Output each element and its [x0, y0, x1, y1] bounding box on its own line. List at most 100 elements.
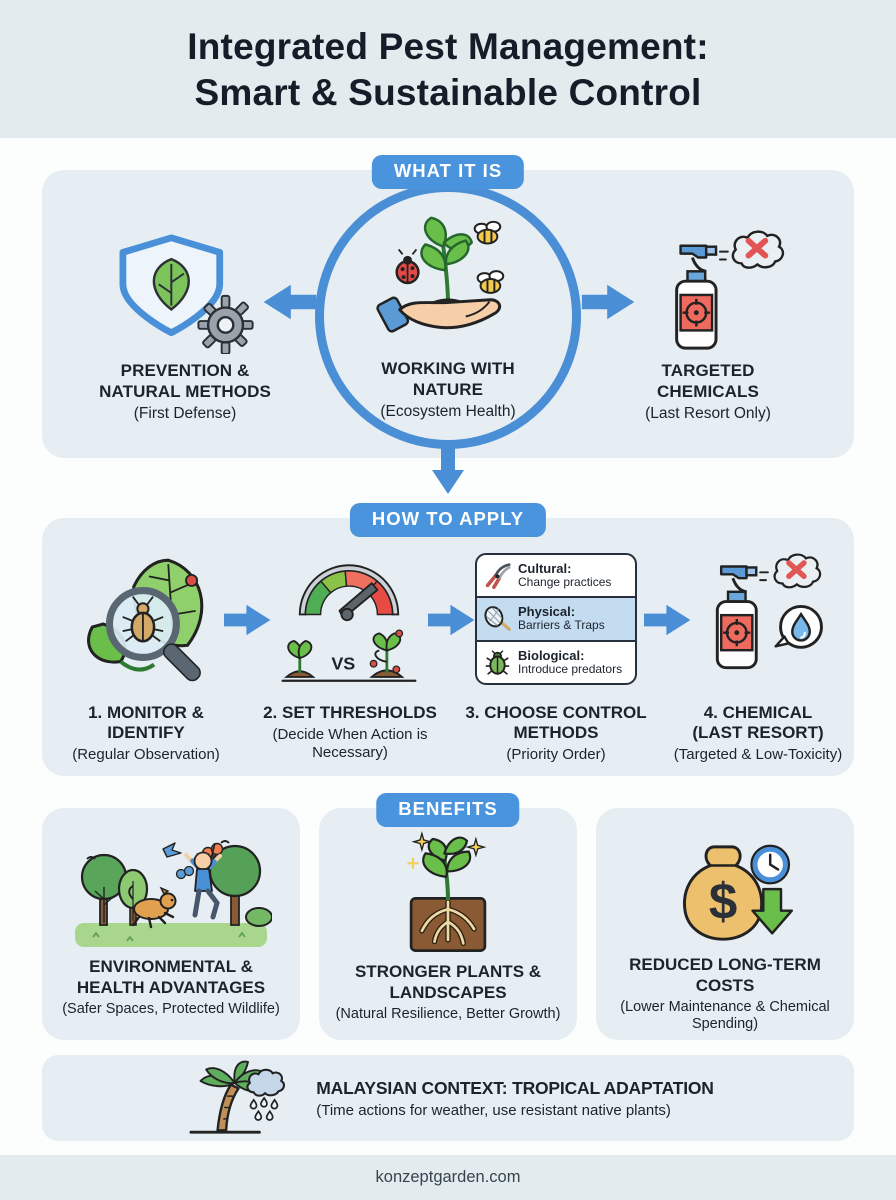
bee-icon [473, 220, 502, 245]
targeted-chemicals-item: TARGETED CHEMICALS (Last Resort Only) [608, 360, 808, 423]
money-bag-icon: $ [683, 845, 764, 941]
magnifier-leaf-bug-icon [72, 552, 224, 694]
bird-icon [162, 842, 182, 858]
step4-title: 4. CHEMICAL (LAST RESORT) [692, 703, 824, 742]
step3-text: 3. CHOOSE CONTROL METHODS (Priority Orde… [456, 703, 656, 764]
spray-bottle-droplet-icon [692, 550, 838, 692]
step1-title: 1. MONITOR & IDENTIFY [88, 703, 204, 742]
shield-leaf-gear-icon [95, 232, 267, 354]
physical-label: Physical: [518, 604, 576, 620]
magnifier-handle [162, 643, 201, 682]
step3-title: 3. CHOOSE CONTROL METHODS [465, 703, 647, 742]
left-arrow-icon [260, 283, 318, 321]
biological-label: Biological: [518, 647, 585, 663]
plant-roots-icon [394, 830, 502, 956]
step-arrow-icon [428, 603, 476, 637]
step2-title: 2. SET THRESHOLDS [263, 703, 437, 722]
environment-card-subtitle: (Safer Spaces, Protected Wildlife) [62, 1001, 280, 1017]
sparkle-icon [411, 831, 433, 853]
small-bug-icon [185, 573, 199, 587]
costs-card-text: REDUCED LONG-TERM COSTS (Lower Maintenan… [606, 955, 844, 1033]
page-title: Integrated Pest Management: Smart & Sust… [0, 24, 896, 116]
rain-cloud-icon [246, 1068, 286, 1097]
rain-drops [249, 1096, 279, 1121]
crossed-cloud-icon [731, 230, 785, 269]
vs-label: VS [331, 653, 355, 673]
down-arrow-icon [430, 448, 466, 496]
header-band [0, 0, 896, 138]
cultural-row: Cultural: Change practices [477, 555, 635, 596]
plants-card-text: STRONGER PLANTS & LANDSCAPES (Natural Re… [327, 962, 569, 1023]
working-with-nature-subtitle: (Ecosystem Health) [380, 403, 516, 420]
beetle-in-lens-icon [122, 596, 164, 643]
money-bag-clock-icon: $ [652, 840, 802, 948]
ladybug-icon [395, 248, 420, 285]
pruning-shears-icon [485, 563, 511, 590]
palm-tree-rain-icon [189, 1060, 286, 1134]
targeted-chemicals-title: TARGETED CHEMICALS [657, 361, 759, 401]
context-bar: MALAYSIAN CONTEXT: TROPICAL ADAPTATION (… [42, 1055, 854, 1141]
biological-row: Biological: Introduce predators [477, 639, 635, 683]
step3-subtitle: (Priority Order) [506, 746, 606, 763]
prevention-item: PREVENTION & NATURAL METHODS (First Defe… [75, 360, 295, 423]
environment-card-title: ENVIRONMENTAL & HEALTH ADVANTAGES [76, 957, 266, 997]
physical-row: Physical: Barriers & Traps [477, 596, 635, 640]
hand-holding-plant-icon [372, 207, 524, 355]
how-to-apply-badge: HOW TO APPLY [349, 503, 547, 537]
crossed-cloud-icon [773, 553, 822, 589]
step1-subtitle: (Regular Observation) [72, 746, 220, 763]
environment-card-text: ENVIRONMENTAL & HEALTH ADVANTAGES (Safer… [51, 957, 291, 1018]
butterfly-icon [175, 865, 195, 880]
down-trend-arrow-icon [751, 887, 794, 935]
context-text: MALAYSIAN CONTEXT: TROPICAL ADAPTATION (… [316, 1078, 714, 1119]
sparkle-icon [407, 857, 419, 869]
cultural-desc: Change practices [518, 575, 612, 590]
sparkle-icon [465, 836, 487, 858]
gauge-comparison-icon: VS [268, 552, 430, 694]
footer-band: konzeptgarden.com [0, 1155, 896, 1200]
bird-icon [86, 840, 230, 860]
biological-desc: Introduce predators [518, 661, 623, 676]
spray-bottle-no-spray-icon [648, 228, 788, 356]
step4-text: 4. CHEMICAL (LAST RESORT) (Targeted & Lo… [660, 703, 856, 764]
tree-icon [117, 868, 149, 926]
step2-subtitle: (Decide When Action is Necessary) [272, 726, 428, 761]
person-icon [184, 851, 222, 920]
healthy-plant-icon [283, 639, 316, 678]
step-arrow-icon [224, 603, 272, 637]
step4-subtitle: (Targeted & Low-Toxicity) [673, 746, 843, 763]
step-arrow-icon [644, 603, 692, 637]
bee-icon [476, 270, 505, 294]
context-title: MALAYSIAN CONTEXT: TROPICAL ADAPTATION [316, 1077, 714, 1098]
targeted-chemicals-subtitle: (Last Resort Only) [645, 405, 771, 422]
step2-text: 2. SET THRESHOLDS (Decide When Action is… [252, 703, 448, 761]
step1-text: 1. MONITOR & IDENTIFY (Regular Observati… [46, 703, 246, 764]
cultural-label: Cultural: [518, 561, 572, 577]
net-icon [484, 606, 511, 632]
clock-icon [750, 844, 791, 885]
infested-plant-icon [369, 629, 405, 678]
right-arrow-icon [580, 283, 638, 321]
dog-icon [128, 885, 177, 929]
park-wildlife-icon [70, 833, 272, 953]
prevention-subtitle: (First Defense) [133, 405, 237, 422]
dollar-symbol: $ [709, 873, 737, 930]
tree-icon [208, 844, 262, 926]
droplet-bubble-icon [774, 604, 823, 649]
context-subtitle: (Time actions for weather, use resistant… [316, 1101, 671, 1119]
bush-icon [245, 907, 272, 927]
title-line-2: Smart & Sustainable Control [194, 72, 702, 113]
costs-card-subtitle: (Lower Maintenance & Chemical Spending) [620, 999, 830, 1032]
benefits-badge: BENEFITS [376, 793, 520, 827]
working-with-nature-title: WORKING WITH NATURE [381, 359, 515, 399]
prevention-title: PREVENTION & NATURAL METHODS [99, 361, 271, 401]
plants-card-subtitle: (Natural Resilience, Better Growth) [335, 1006, 561, 1022]
control-methods-table: Cultural: Change practices Physical: Bar… [475, 553, 637, 685]
working-with-nature-item: WORKING WITH NATURE (Ecosystem Health) [348, 358, 548, 421]
physical-desc: Barriers & Traps [518, 618, 605, 633]
beetle-icon [485, 650, 510, 675]
plants-card-title: STRONGER PLANTS & LANDSCAPES [354, 962, 542, 1002]
what-it-is-badge: WHAT IT IS [371, 155, 525, 189]
footer-website: konzeptgarden.com [375, 1168, 521, 1186]
